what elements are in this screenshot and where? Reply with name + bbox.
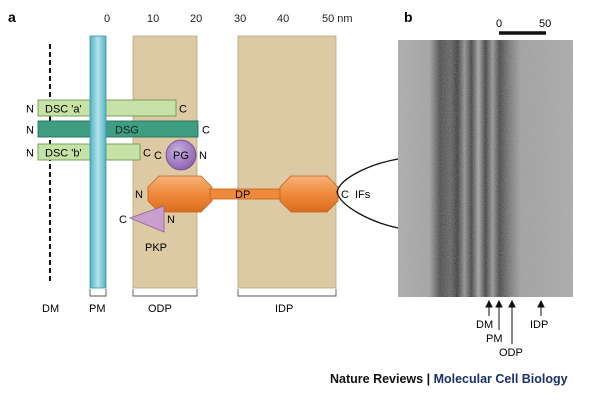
dsc-a-c-terminus: C [179, 104, 187, 116]
journal-credit: Nature Reviews | Molecular Cell Biology [330, 372, 568, 386]
dsg-n-terminus: N [26, 125, 34, 137]
ifs-label: IFs [355, 189, 371, 201]
scale-bar-zero: 0 [496, 18, 502, 30]
credit-publisher: Nature Reviews [330, 372, 424, 386]
scale-tick-0: 0 [104, 13, 110, 25]
credit-separator: | [423, 372, 434, 386]
credit-journal: Molecular Cell Biology [433, 372, 568, 386]
dp-label: DP [235, 189, 250, 201]
intermediate-filaments [336, 158, 399, 229]
dsg-label: DSG [115, 125, 139, 137]
plasma-membrane [89, 35, 107, 289]
panel-label-b: b [404, 9, 413, 25]
dp-c-terminus: C [341, 189, 349, 201]
micrograph-arrows [485, 299, 545, 344]
idp-region-label: IDP [275, 303, 293, 315]
pg-protein: PG C N [154, 139, 207, 171]
pkp-protein: C N PKP [119, 205, 175, 254]
micrograph-idp-label: IDP [530, 319, 548, 331]
dsc-b-n-terminus: N [26, 148, 34, 160]
pkp-c-terminus: C [119, 214, 127, 226]
odp-region-label: ODP [148, 303, 172, 315]
micrograph-pm-label: PM [486, 333, 503, 345]
pm-region-label: PM [89, 303, 106, 315]
pkp-n-terminus: N [167, 214, 175, 226]
region-brackets [89, 289, 337, 297]
scale-tick-30: 30 [234, 13, 246, 25]
pg-c-terminus: C [154, 150, 162, 162]
scale-tick-20: 20 [190, 13, 202, 25]
dm-region-label: DM [42, 303, 59, 315]
scale-tick-40: 40 [277, 13, 289, 25]
dsc-a-label: DSC 'a' [45, 104, 82, 116]
scale-axis: 0 10 20 30 40 50 nm [104, 13, 353, 25]
scale-bar-value: 50 [539, 18, 551, 30]
dp-protein: DP N C [135, 175, 349, 213]
dsc-b-c-terminus: C [143, 148, 151, 160]
pkp-label: PKP [145, 242, 167, 254]
pg-label: PG [173, 150, 189, 162]
scale-tick-50: 50 nm [322, 13, 353, 25]
micrograph-odp-label: ODP [499, 347, 523, 359]
electron-micrograph [398, 40, 573, 297]
panel-label-a: a [8, 9, 16, 25]
dsc-b-label: DSC 'b' [45, 148, 82, 160]
dsc-a-n-terminus: N [26, 104, 34, 116]
pg-n-terminus: N [199, 150, 207, 162]
dsg-protein: DSG N C [26, 120, 210, 138]
dsc-a-protein: DSC 'a' N C [26, 99, 187, 117]
dp-n-terminus: N [135, 189, 143, 201]
scale-tick-10: 10 [147, 13, 159, 25]
micrograph-dm-label: DM [476, 319, 493, 331]
idp-plaque [237, 35, 337, 289]
dsg-c-terminus: C [202, 125, 210, 137]
dsc-b-protein: DSC 'b' N C [26, 143, 151, 161]
